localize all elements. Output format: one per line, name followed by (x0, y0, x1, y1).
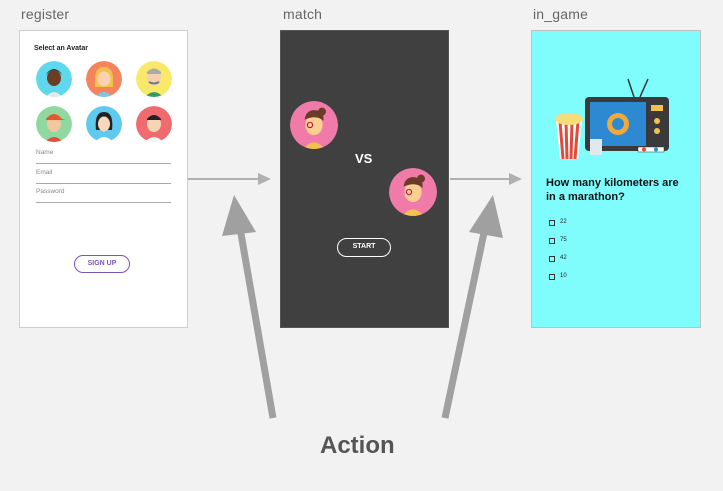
answer-label: 10 (560, 273, 567, 279)
avatar-6[interactable] (136, 106, 172, 142)
start-button[interactable]: START (337, 238, 391, 257)
vs-label: VS (355, 151, 373, 166)
avatar-5[interactable] (86, 106, 122, 142)
register-screen-label: register (21, 6, 70, 22)
player-2-avatar (389, 168, 437, 216)
avatar-face-icon (136, 61, 172, 97)
checkbox-icon[interactable] (549, 220, 555, 226)
tv-popcorn-illustration-icon (555, 78, 669, 160)
checkbox-icon[interactable] (549, 274, 555, 280)
transition-arrow-register-match (188, 173, 271, 185)
password-field[interactable]: Password (36, 188, 171, 203)
avatar-2[interactable] (86, 61, 122, 97)
name-placeholder: Name (36, 149, 54, 156)
action-arrow-left (222, 195, 277, 419)
transition-arrow-match-game (450, 173, 522, 185)
in-game-screen-label: in_game (533, 6, 589, 22)
match-screen: VS START (280, 30, 449, 328)
in-game-screen: How many kilometers are in a marathon? 2… (531, 30, 701, 328)
avatar-face-icon (136, 106, 172, 142)
email-field[interactable]: Email (36, 169, 171, 184)
avatar-face-icon (36, 106, 72, 142)
avatar-4[interactable] (36, 106, 72, 142)
email-placeholder: Email (36, 169, 53, 176)
question-text: How many kilometers are in a marathon? (546, 177, 679, 203)
avatar-3[interactable] (136, 61, 172, 97)
register-screen: Select an Avatar (19, 30, 188, 328)
avatar-face-icon (86, 61, 122, 97)
match-screen-label: match (283, 6, 323, 22)
checkbox-icon[interactable] (549, 256, 555, 262)
answer-label: 75 (560, 237, 567, 243)
answer-label: 42 (560, 255, 567, 261)
password-placeholder: Password (36, 188, 65, 195)
name-field[interactable]: Name (36, 149, 171, 164)
sign-up-button[interactable]: SIGN UP (74, 255, 130, 273)
avatar-face-icon (36, 61, 72, 97)
action-label: Action (320, 432, 395, 459)
select-avatar-title: Select an Avatar (34, 45, 88, 52)
player-1-avatar (290, 101, 338, 149)
avatar-1[interactable] (36, 61, 72, 97)
player-face-icon (290, 101, 338, 149)
answer-label: 22 (560, 219, 567, 225)
checkbox-icon[interactable] (549, 238, 555, 244)
action-arrow-right (441, 195, 503, 419)
avatar-face-icon (86, 106, 122, 142)
player-face-icon (389, 168, 437, 216)
